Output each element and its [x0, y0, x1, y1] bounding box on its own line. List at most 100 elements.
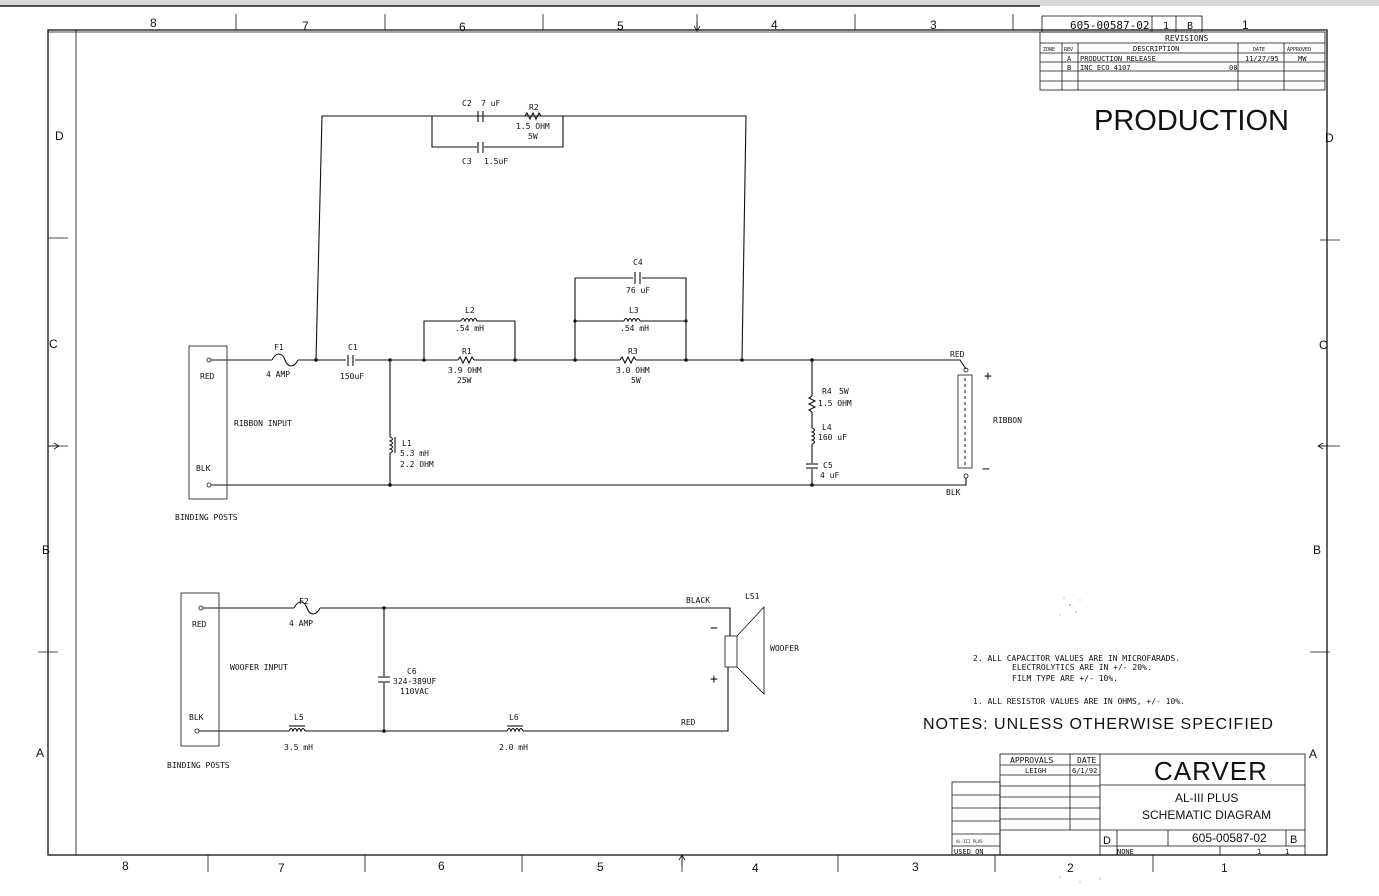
- header-dwg-no: 605-00587-02: [1070, 19, 1149, 32]
- rev-header: APPROVED: [1287, 47, 1311, 53]
- row-label: A: [36, 746, 44, 760]
- rev-header: DATE: [1253, 47, 1265, 53]
- ribbon-out-red: RED: [950, 350, 965, 359]
- row-label: D: [55, 129, 64, 143]
- c2-ref: C2: [462, 99, 472, 108]
- inductor-l5: [288, 727, 306, 733]
- scale-value: NONE: [1117, 848, 1134, 856]
- junction: [684, 319, 688, 323]
- terminal: [206, 357, 212, 363]
- woofer-input-red: RED: [192, 620, 207, 629]
- col-label: 1: [1221, 861, 1228, 875]
- row-label: C: [1319, 338, 1328, 352]
- c3-ref: C3: [462, 157, 472, 166]
- woofer-speaker-magnet: [724, 635, 738, 668]
- c6-value: 324-389UF: [393, 677, 437, 686]
- row-label: C: [49, 337, 58, 351]
- l6-value: 2.0 mH: [499, 743, 528, 752]
- c5-ref: C5: [823, 461, 833, 470]
- c5-value: 4 uF: [820, 471, 839, 480]
- col-label: 7: [278, 861, 285, 875]
- row-label: B: [42, 543, 50, 557]
- wire: [574, 277, 633, 360]
- junction: [422, 358, 426, 362]
- junction: [513, 358, 517, 362]
- wire: [484, 116, 564, 148]
- col-label: 6: [459, 20, 466, 34]
- f1-value: 4 AMP: [266, 370, 290, 379]
- ribbon-label: RIBBON: [993, 416, 1022, 425]
- l3-ref: L3: [629, 306, 639, 315]
- r2-value: 5W: [528, 132, 538, 141]
- junction: [573, 319, 577, 323]
- woofer-speaker-cone: [736, 605, 765, 695]
- c2-value: 7 uF: [481, 99, 500, 108]
- resistor-r3: [619, 355, 637, 365]
- resistor-r4: [807, 395, 817, 413]
- col-label: 3: [930, 18, 937, 32]
- l5-ref: L5: [294, 713, 304, 722]
- inductor-l3: [623, 317, 641, 323]
- rev-row-rev: B: [1067, 64, 1071, 72]
- date-header: DATE: [1077, 756, 1096, 765]
- drawing-border: [38, 14, 1340, 872]
- l1-value: 2.2 OHM: [400, 460, 434, 469]
- ribbon-driver: [957, 374, 973, 469]
- c3-value: 1.5uF: [484, 157, 508, 166]
- wire: [431, 116, 477, 148]
- col-label: 8: [122, 859, 129, 873]
- rev-header: DESCRIPTION: [1133, 45, 1179, 53]
- revisions-table: REVISIONS ZONE REV DESCRIPTION DATE APPR…: [1039, 31, 1326, 91]
- woofer-plus: +: [710, 672, 718, 687]
- terminal: [963, 473, 969, 479]
- junction: [314, 358, 318, 362]
- terminal: [963, 367, 969, 373]
- col-label: 5: [597, 860, 604, 874]
- col-label: 6: [438, 859, 445, 873]
- header-sheet: 1: [1163, 21, 1169, 32]
- inductor-l6: [506, 727, 524, 733]
- approvals-header: APPROVALS: [1010, 756, 1054, 765]
- wire: [642, 277, 687, 360]
- r1-value: 25W: [457, 376, 472, 385]
- header-rev: B: [1187, 21, 1193, 32]
- col-label: 7: [302, 19, 309, 33]
- note-2b: ELECTROLYTICS ARE IN +/- 20%.: [1012, 663, 1152, 672]
- l3-value: .54 mH: [620, 324, 649, 333]
- f2-ref: F2: [299, 597, 309, 606]
- company-name: CARVER: [1154, 756, 1268, 786]
- drawn-date: 6/1/92: [1072, 767, 1097, 775]
- woofer-input-label: WOOFER INPUT: [230, 663, 288, 672]
- r4-ref: R4: [822, 387, 832, 396]
- junction: [388, 483, 392, 487]
- row-label: D: [1325, 131, 1334, 145]
- row-label: B: [1313, 543, 1321, 557]
- ribbon-binding-post-block: [188, 345, 228, 500]
- c6-ref: C6: [407, 667, 417, 676]
- l4-value: 160 uF: [818, 433, 847, 442]
- woofer-minus: −: [710, 621, 718, 636]
- woofer-binding-posts: BINDING POSTS: [167, 761, 230, 770]
- r3-value: 5W: [631, 376, 641, 385]
- woofer-binding-post-block: [180, 592, 220, 747]
- revisions-title: REVISIONS: [1165, 34, 1209, 43]
- r2-value: 1.5 OHM: [516, 122, 550, 131]
- woofer-red: RED: [681, 718, 696, 727]
- r4-value: 1.5 OHM: [818, 399, 852, 408]
- wire: [636, 359, 967, 370]
- column-labels-bottom: 8 7 6 5 4 3 2 1: [122, 859, 1228, 875]
- c1-value: 150uF: [340, 372, 364, 381]
- ribbon-plus: +: [984, 369, 992, 384]
- r3-ref: R3: [628, 347, 638, 356]
- f1-ref: F1: [274, 343, 284, 352]
- scan-noise: [1059, 597, 1101, 883]
- ribbon-input-red: RED: [200, 372, 215, 381]
- inductor-l4: [810, 427, 816, 445]
- r1-value: 3.9 OHM: [448, 366, 482, 375]
- wire: [477, 320, 516, 360]
- col-label: 2: [1067, 861, 1074, 875]
- sheet-of-value: 1: [1285, 848, 1289, 856]
- rev-row-rev: A: [1067, 55, 1072, 63]
- terminal: [198, 605, 204, 611]
